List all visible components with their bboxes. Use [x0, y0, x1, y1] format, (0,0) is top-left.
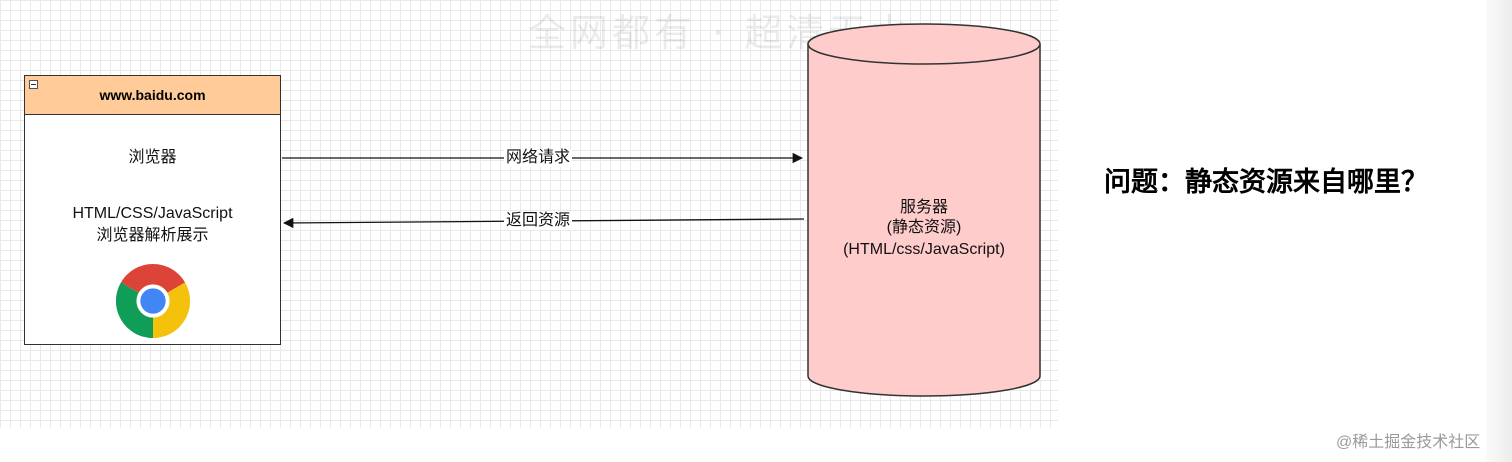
page-edge-shadow — [1486, 0, 1512, 462]
browser-tech-line1: HTML/CSS/JavaScript — [72, 205, 233, 222]
response-label: 返回资源 — [504, 212, 573, 230]
request-label: 网络请求 — [504, 149, 573, 167]
browser-container[interactable]: www.baidu.com 浏览器 HTML/CSS/JavaScript 浏览… — [24, 75, 281, 345]
server-tech-label: (HTML/css/JavaScript) — [843, 241, 1005, 258]
server-sublabel: (静态资源) — [886, 219, 962, 236]
browser-header[interactable]: www.baidu.com — [25, 76, 280, 115]
server-label: 服务器 — [899, 199, 948, 216]
browser-tech-line2: 浏览器解析展示 — [96, 227, 209, 244]
server-cylinder[interactable] — [806, 22, 1042, 398]
collapse-icon[interactable] — [29, 80, 38, 89]
chrome-logo-icon — [115, 263, 191, 339]
browser-label: 浏览器 — [128, 149, 177, 166]
question-heading: 问题：静态资源来自哪里？ — [1104, 167, 1428, 197]
browser-header-title: www.baidu.com — [99, 87, 206, 103]
watermark-bottom: @稀土掘金技术社区 — [1336, 434, 1481, 451]
